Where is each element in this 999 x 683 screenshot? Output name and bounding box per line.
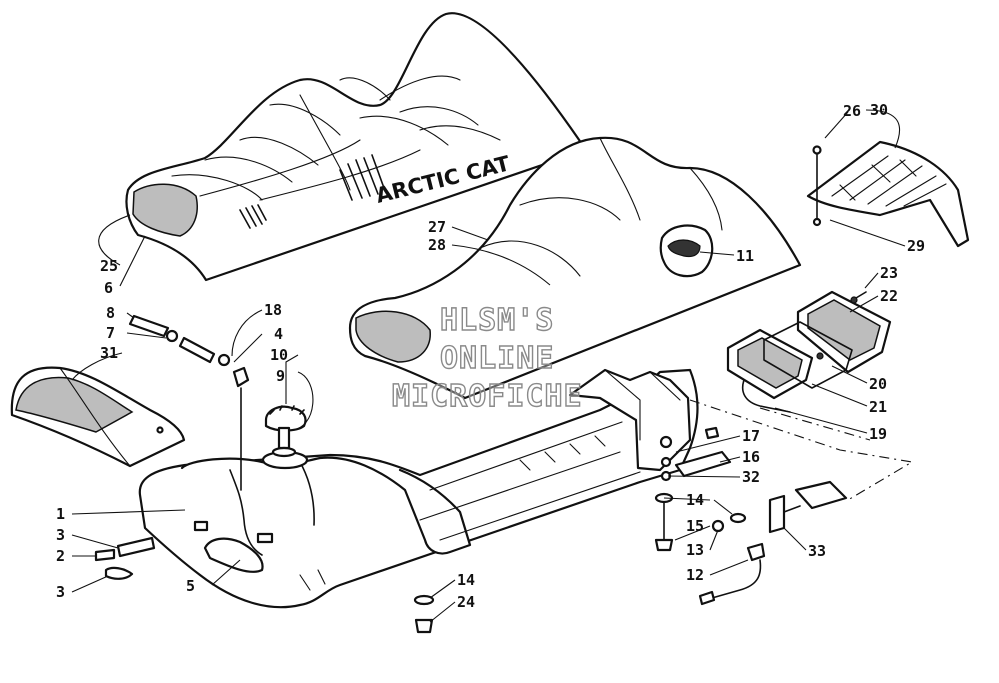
- callout-numbers: 25 6 27 28 11 30 26 29 23 22 20 21 19 17…: [56, 101, 925, 611]
- callout-8: 8: [106, 304, 115, 322]
- callout-27: 27: [428, 218, 446, 236]
- callout-33: 33: [808, 542, 826, 560]
- callout-32: 32: [742, 468, 760, 486]
- seat-foam-end-pattern: [355, 310, 431, 363]
- callout-16: 16: [742, 448, 760, 466]
- callout-21: 21: [869, 398, 887, 416]
- callout-29: 29: [907, 237, 925, 255]
- callout-23: 23: [880, 264, 898, 282]
- leader-lines: [71, 109, 906, 623]
- watermark-line-1: HLSM'S: [440, 303, 554, 338]
- callout-15: 15: [686, 517, 704, 535]
- gas-cap-and-hoses: [94, 314, 307, 580]
- callout-26: 26: [843, 102, 861, 120]
- callout-19: 19: [869, 425, 887, 443]
- callout-4: 4: [274, 325, 283, 343]
- callout-6: 6: [104, 279, 113, 297]
- callout-5: 5: [186, 577, 195, 595]
- tail-light-assembly: [726, 290, 892, 413]
- callout-22: 22: [880, 287, 898, 305]
- watermark-line-3: MICROFICHE: [392, 379, 583, 414]
- gas-tank: [138, 368, 699, 609]
- callout-24: 24: [457, 593, 475, 611]
- hardware: [413, 426, 848, 634]
- callout-17: 17: [742, 427, 760, 445]
- callout-1: 1: [56, 505, 65, 523]
- callout-20: 20: [869, 375, 887, 393]
- callout-2: 2: [56, 547, 65, 565]
- seat-cover: ARCTIC CAT: [125, 12, 588, 282]
- callout-31: 31: [100, 344, 118, 362]
- callout-7: 7: [106, 324, 115, 342]
- callout-14-right: 14: [686, 491, 704, 509]
- watermark-line-2: ONLINE: [440, 341, 554, 376]
- callout-30: 30: [870, 101, 888, 119]
- side-panel: [10, 366, 186, 468]
- seat-cover-end-pattern: [132, 183, 198, 237]
- callout-28: 28: [428, 236, 446, 254]
- seat-foam: [348, 136, 802, 400]
- callout-11: 11: [736, 247, 754, 265]
- callout-25: 25: [100, 257, 118, 275]
- callout-13: 13: [686, 541, 704, 559]
- callout-18: 18: [264, 301, 282, 319]
- callout-14-bottom: 14: [457, 571, 475, 589]
- tail-light-guard: [806, 140, 970, 248]
- callout-3-upper: 3: [56, 526, 65, 544]
- callout-3-lower: 3: [56, 583, 65, 601]
- callout-9: 9: [276, 367, 285, 385]
- callout-10: 10: [270, 346, 288, 364]
- callout-12: 12: [686, 566, 704, 584]
- watermark: HLSM'S ONLINE MICROFICHE: [391, 302, 583, 414]
